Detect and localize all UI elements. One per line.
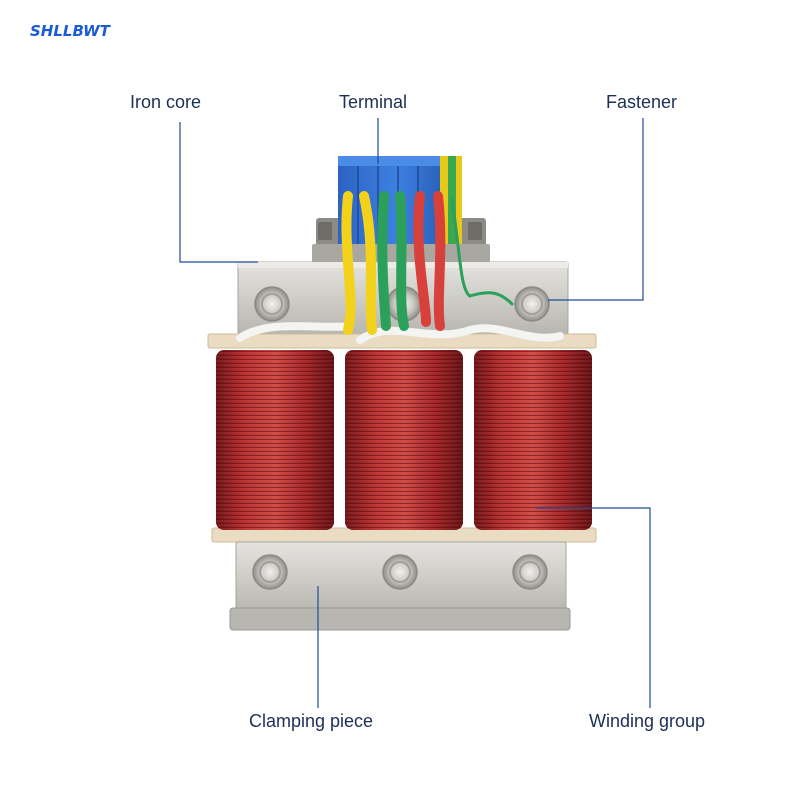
brand-logo: SHLLBWT	[30, 22, 110, 40]
leader-iron-core	[179, 122, 258, 263]
leader-lines	[179, 118, 651, 708]
leader-fastener	[548, 118, 644, 301]
bottom-insulation-plate	[211, 527, 597, 543]
winding-coils	[216, 350, 592, 530]
label-terminal: Terminal	[339, 92, 408, 112]
lead-wires	[236, 191, 564, 344]
label-clamping-piece: Clamping piece	[249, 711, 374, 731]
bottom-clamp	[229, 541, 571, 631]
fastener-bolt	[514, 286, 550, 322]
leader-winding-group	[536, 507, 651, 708]
label-fastener: Fastener	[606, 92, 678, 112]
label-iron-core: Iron core	[130, 92, 202, 112]
label-winding-group: Winding group	[589, 711, 706, 731]
